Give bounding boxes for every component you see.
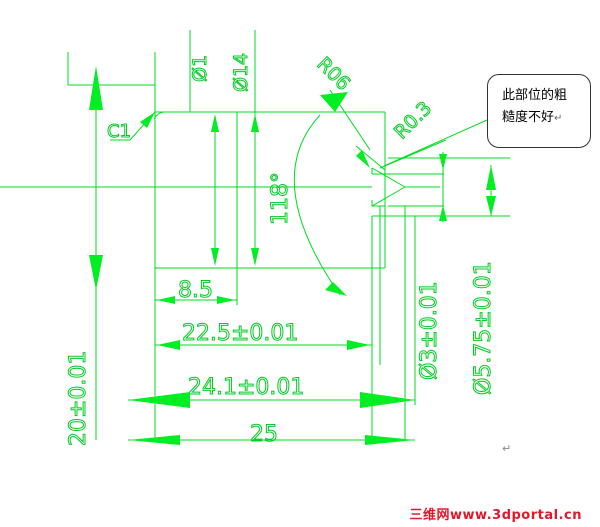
dim-20: 20±0.01 [66,351,91,446]
dim-8-5: 8.5 [178,278,213,303]
dim-dia-1: Ø1 [189,55,211,82]
dim-r06: R06 [312,53,354,95]
part-outline [0,52,510,440]
callout-box: 此部位的粗 糙度不好↵ [487,74,591,148]
arrowheads [89,66,496,445]
dim-c1: C1 [107,121,131,142]
dim-dia-14: Ø14 [230,53,252,92]
dim-22-5: 22.5±0.01 [182,321,298,346]
dim-25: 25 [250,422,278,447]
callout-line-1: 此部位的粗 [502,88,568,103]
dimension-lines [95,30,492,441]
callout-paragraph-mark: ↵ [554,113,563,124]
dim-angle-118: 118° [268,172,293,225]
site-watermark: 三维网www.3dportal.cn [409,508,582,523]
callout-line-2: 糙度不好 [502,110,555,125]
paragraph-mark: ↵ [502,442,512,455]
dim-r0-3: R0.3 [390,97,436,143]
dim-dia-3: Ø3±0.01 [417,281,442,380]
dim-24-1: 24.1±0.01 [188,375,304,400]
dim-dia-5-75: Ø5.75±0.01 [471,261,496,395]
